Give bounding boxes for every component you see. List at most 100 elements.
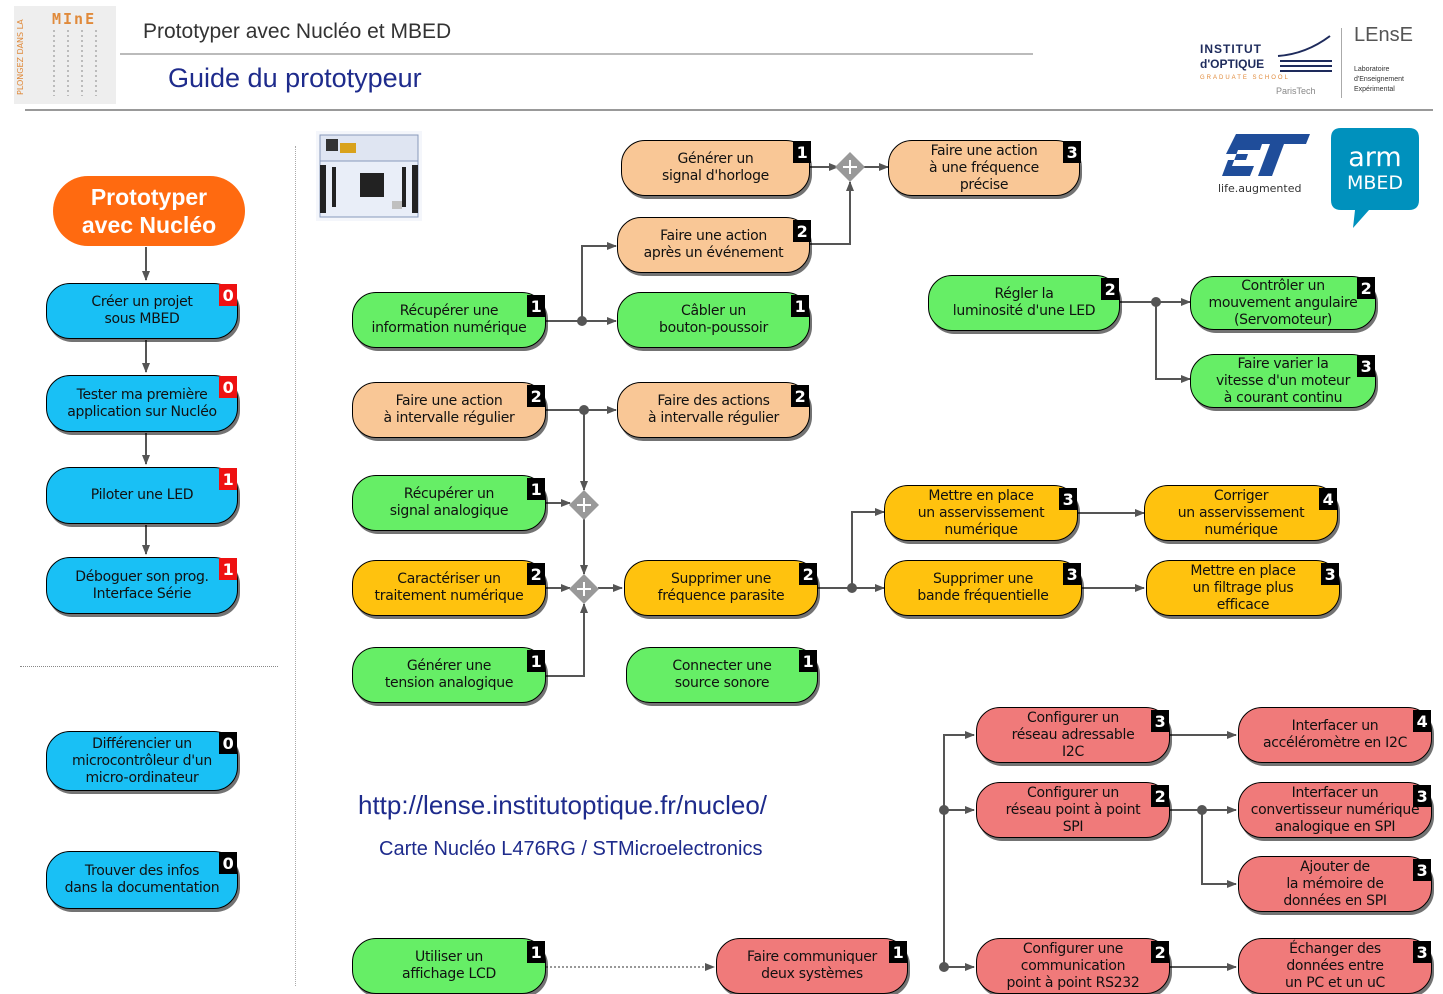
page-title: Prototyper avec Nucléo et MBED: [143, 20, 452, 43]
mine-logo-lines: [53, 30, 97, 96]
level-badge: 1: [219, 468, 237, 490]
level-badge: 3: [1413, 941, 1431, 963]
level-badge: 1: [527, 941, 545, 963]
nucleo-url-link[interactable]: http://lense.institutoptique.fr/nucleo/: [358, 790, 768, 820]
level-badge: 2: [1101, 278, 1119, 300]
node-label: Contrôler un mouvement angulaire (Servom…: [1208, 277, 1358, 328]
logo-separator: [1341, 28, 1342, 98]
node-corriger[interactable]: Corriger un asservissement numérique 4: [1144, 485, 1338, 541]
node-label: Utiliser un affichage LCD: [402, 949, 496, 982]
node-label: Faire une action à une fréquence précise: [929, 142, 1039, 193]
node-label: Régler la luminosité d'une LED: [952, 286, 1096, 319]
node-lcd[interactable]: Utiliser un affichage LCD 1: [352, 938, 546, 994]
node-label: Récupérer une information numérique: [371, 303, 527, 336]
level-badge: 2: [1151, 785, 1169, 807]
level-badge: 3: [1063, 141, 1081, 163]
header-divider: [120, 53, 1033, 55]
level-badge: 1: [791, 295, 809, 317]
node-label: Déboguer son prog. Interface Série: [75, 568, 209, 602]
st-logo-mark: [1222, 134, 1310, 176]
node-label: Configurer un réseau adressable I2C: [1011, 709, 1135, 760]
node-supprimer-bande[interactable]: Supprimer une bande fréquentielle 3: [884, 560, 1082, 616]
node-label: Mettre en place un filtrage plus efficac…: [1190, 562, 1296, 613]
institut-optique-logo: INSTITUT d'OPTIQUE GRADUATE SCHOOL Paris…: [1200, 34, 1335, 98]
node-label: Faire une action à intervalle régulier: [383, 393, 515, 426]
institut-logo-waves: [1277, 35, 1332, 72]
nucleo-board-image: [316, 131, 422, 221]
node-label: Trouver des infos dans la documentation: [64, 863, 220, 896]
institut-logo-line2: d'OPTIQUE: [1200, 57, 1265, 71]
level-badge: 3: [1059, 488, 1077, 510]
node-label: Caractériser un traitement numérique: [374, 571, 524, 604]
page-subtitle: Guide du prototypeur: [168, 63, 422, 93]
node-label: Supprimer une bande fréquentielle: [917, 571, 1049, 604]
level-badge: 1: [799, 650, 817, 672]
sidebar-item-differencier[interactable]: Différencier un microcontrôleur d'un mic…: [46, 731, 238, 791]
node-label: Corriger un asservissement numérique: [1177, 487, 1305, 538]
level-badge: 3: [1413, 859, 1431, 881]
level-badge: 2: [1151, 941, 1169, 963]
node-label: Piloter une LED: [90, 487, 194, 503]
level-badge: 1: [527, 295, 545, 317]
node-label: Créer un projet sous MBED: [91, 294, 193, 327]
level-badge: 3: [1321, 563, 1339, 585]
institut-logo-sub: GRADUATE SCHOOL: [1200, 75, 1290, 81]
mbed-logo-text: MBED: [1346, 172, 1404, 194]
sidebar-title: Prototyper avec Nucléo: [53, 176, 245, 246]
node-action-frequence[interactable]: Faire une action à une fréquence précise…: [888, 140, 1081, 196]
level-badge: 4: [1319, 488, 1337, 510]
node-label: Faire communiquer deux systèmes: [747, 949, 877, 982]
level-badge: 3: [1413, 785, 1431, 807]
level-badge: 0: [219, 852, 237, 874]
level-badge: 3: [1063, 563, 1081, 585]
level-badge: 3: [1151, 710, 1169, 732]
lense-logo-title: LEnsE: [1354, 24, 1413, 46]
node-label: Faire une action après un événement: [643, 228, 784, 261]
level-badge: 0: [219, 284, 237, 306]
st-logo: life.augmented: [1216, 130, 1316, 202]
node-echanger[interactable]: Échanger des données entre un PC et un u…: [1238, 938, 1432, 994]
node-label: Faire varier la vitesse d'un moteur à co…: [1215, 355, 1351, 406]
arm-logo-bubble: [1331, 128, 1419, 228]
sidebar-item-piloter-led[interactable]: Piloter une LED 1: [46, 467, 238, 524]
level-badge: 2: [799, 563, 817, 585]
node-label: Interfacer un convertisseur numérique an…: [1250, 784, 1420, 835]
vertical-divider: [295, 146, 296, 986]
level-badge: 4: [1413, 710, 1431, 732]
header-bottom-rule: [25, 109, 1433, 111]
level-badge: 2: [527, 563, 545, 585]
node-asservissement[interactable]: Mettre en place un asservissement numéri…: [884, 485, 1078, 541]
level-badge: 3: [1357, 355, 1375, 377]
node-varier-vitesse[interactable]: Faire varier la vitesse d'un moteur à co…: [1190, 354, 1376, 408]
node-label: Récupérer un signal analogique: [389, 486, 509, 519]
node-label: Configurer une communication point à poi…: [1006, 940, 1140, 991]
institut-logo-line1: INSTITUT: [1200, 42, 1262, 56]
node-label: Connecter une source sonore: [672, 658, 772, 691]
node-filtrage[interactable]: Mettre en place un filtrage plus efficac…: [1146, 560, 1340, 616]
node-config-i2c[interactable]: Configurer un réseau adressable I2C 3: [976, 707, 1170, 763]
sidebar-item-tester-application[interactable]: Tester ma première application sur Nuclé…: [46, 375, 238, 432]
node-controler-mouvement[interactable]: Contrôler un mouvement angulaire (Servom…: [1190, 276, 1376, 330]
node-convertisseur[interactable]: Interfacer un convertisseur numérique an…: [1238, 782, 1432, 838]
sidebar-item-creer-projet[interactable]: Créer un projet sous MBED 0: [46, 283, 238, 339]
node-rs232[interactable]: Configurer une communication point à poi…: [976, 938, 1170, 994]
node-connecter-son[interactable]: Connecter une source sonore 1: [626, 647, 818, 703]
